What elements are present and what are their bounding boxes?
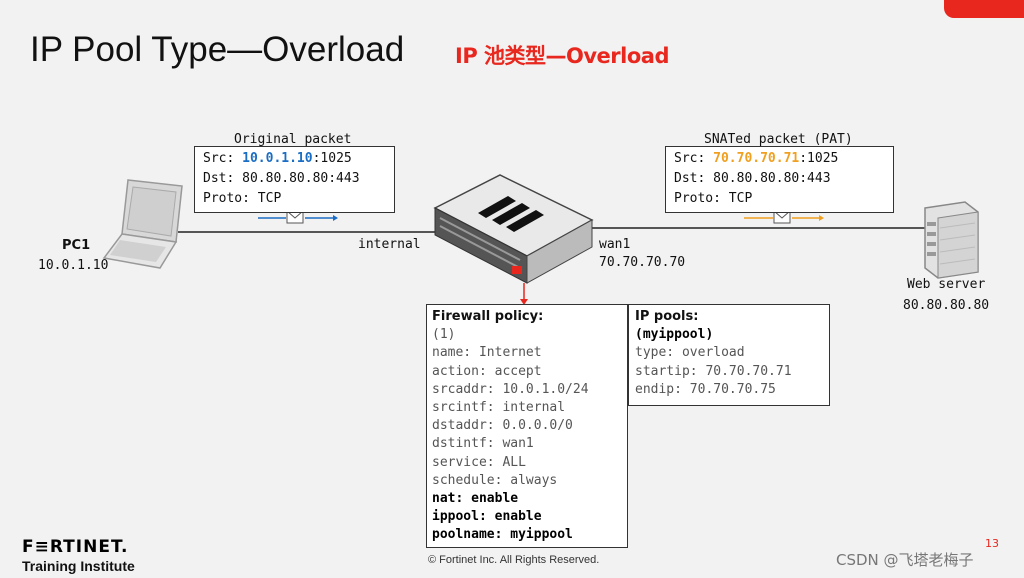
- snat-packet-label: SNATed packet (PAT): [704, 132, 853, 147]
- snat-packet-box: Src: 70.70.70.71:1025 Dst: 80.80.80.80:4…: [665, 146, 894, 213]
- policy-line: schedule: always: [432, 472, 558, 488]
- original-envelope-icon: [258, 210, 338, 224]
- pc-ip: 10.0.1.10: [38, 258, 109, 273]
- original-dst: Dst: 80.80.80.80:443: [203, 171, 360, 186]
- training-institute-label: Training Institute: [22, 558, 135, 574]
- ip-pools-heading: IP pools:: [635, 309, 699, 324]
- policy-line: service: ALL: [432, 454, 526, 470]
- original-src-ip: 10.0.1.10: [242, 151, 313, 166]
- ip-pool-name: (myippool): [635, 327, 714, 343]
- policy-nat-line: nat: enable: [432, 491, 519, 507]
- snat-envelope-icon: [744, 210, 824, 224]
- copyright: © Fortinet Inc. All Rights Reserved.: [428, 554, 600, 566]
- policy-line: name: Internet: [432, 345, 542, 361]
- ip-pool-line: type: overload: [635, 345, 745, 361]
- internal-interface-label: internal: [358, 237, 421, 252]
- policy-poolname-line: poolname: myippool: [432, 527, 573, 543]
- laptop-icon: [102, 179, 183, 269]
- snat-proto: Proto: TCP: [674, 191, 753, 206]
- csdn-watermark: CSDN @飞塔老梅子: [836, 551, 974, 569]
- firewall-policy-box: Firewall policy: (1) name: Internet acti…: [426, 304, 628, 548]
- policy-line: srcintf: internal: [432, 400, 566, 416]
- policy-line: action: accept: [432, 363, 542, 379]
- snat-src: Src: 70.70.70.71:1025: [674, 151, 839, 166]
- policy-line: (1): [432, 327, 456, 343]
- snat-src-ip: 70.70.70.71: [713, 151, 800, 166]
- ip-pools-box: IP pools: (myippool) type: overload star…: [628, 304, 830, 406]
- slide-title: IP Pool Type—Overload: [30, 30, 405, 69]
- page-number: 13: [985, 537, 999, 550]
- snat-dst: Dst: 80.80.80.80:443: [674, 171, 831, 186]
- server-name: Web server: [907, 277, 986, 292]
- policy-line: dstintf: wan1: [432, 436, 534, 452]
- policy-line: dstaddr: 0.0.0.0/0: [432, 418, 573, 434]
- policy-arrow-head: [520, 299, 528, 305]
- ip-pool-line: endip: 70.70.70.75: [635, 381, 776, 397]
- original-packet-label: Original packet: [234, 132, 352, 147]
- firewall-icon: [433, 174, 594, 284]
- pc-name: PC1: [62, 238, 91, 253]
- policy-line: srcaddr: 10.0.1.0/24: [432, 381, 589, 397]
- slide-subtitle: IP 池类型—Overload: [455, 44, 669, 68]
- ip-pool-line: startip: 70.70.70.71: [635, 363, 792, 379]
- policy-ippool-line: ippool: enable: [432, 509, 542, 525]
- wan-ip: 70.70.70.70: [599, 255, 686, 270]
- server-icon: [924, 201, 979, 279]
- wan-interface-label: wan1: [599, 237, 631, 252]
- corner-accent: [944, 0, 1024, 18]
- policy-heading: Firewall policy:: [432, 309, 544, 324]
- server-ip: 80.80.80.80: [903, 298, 990, 313]
- original-proto: Proto: TCP: [203, 191, 282, 206]
- original-packet-box: Src: 10.0.1.10:1025 Dst: 80.80.80.80:443…: [194, 146, 395, 213]
- original-src: Src: 10.0.1.10:1025: [203, 151, 352, 166]
- fortinet-logo: F≡RTINET.: [22, 537, 129, 557]
